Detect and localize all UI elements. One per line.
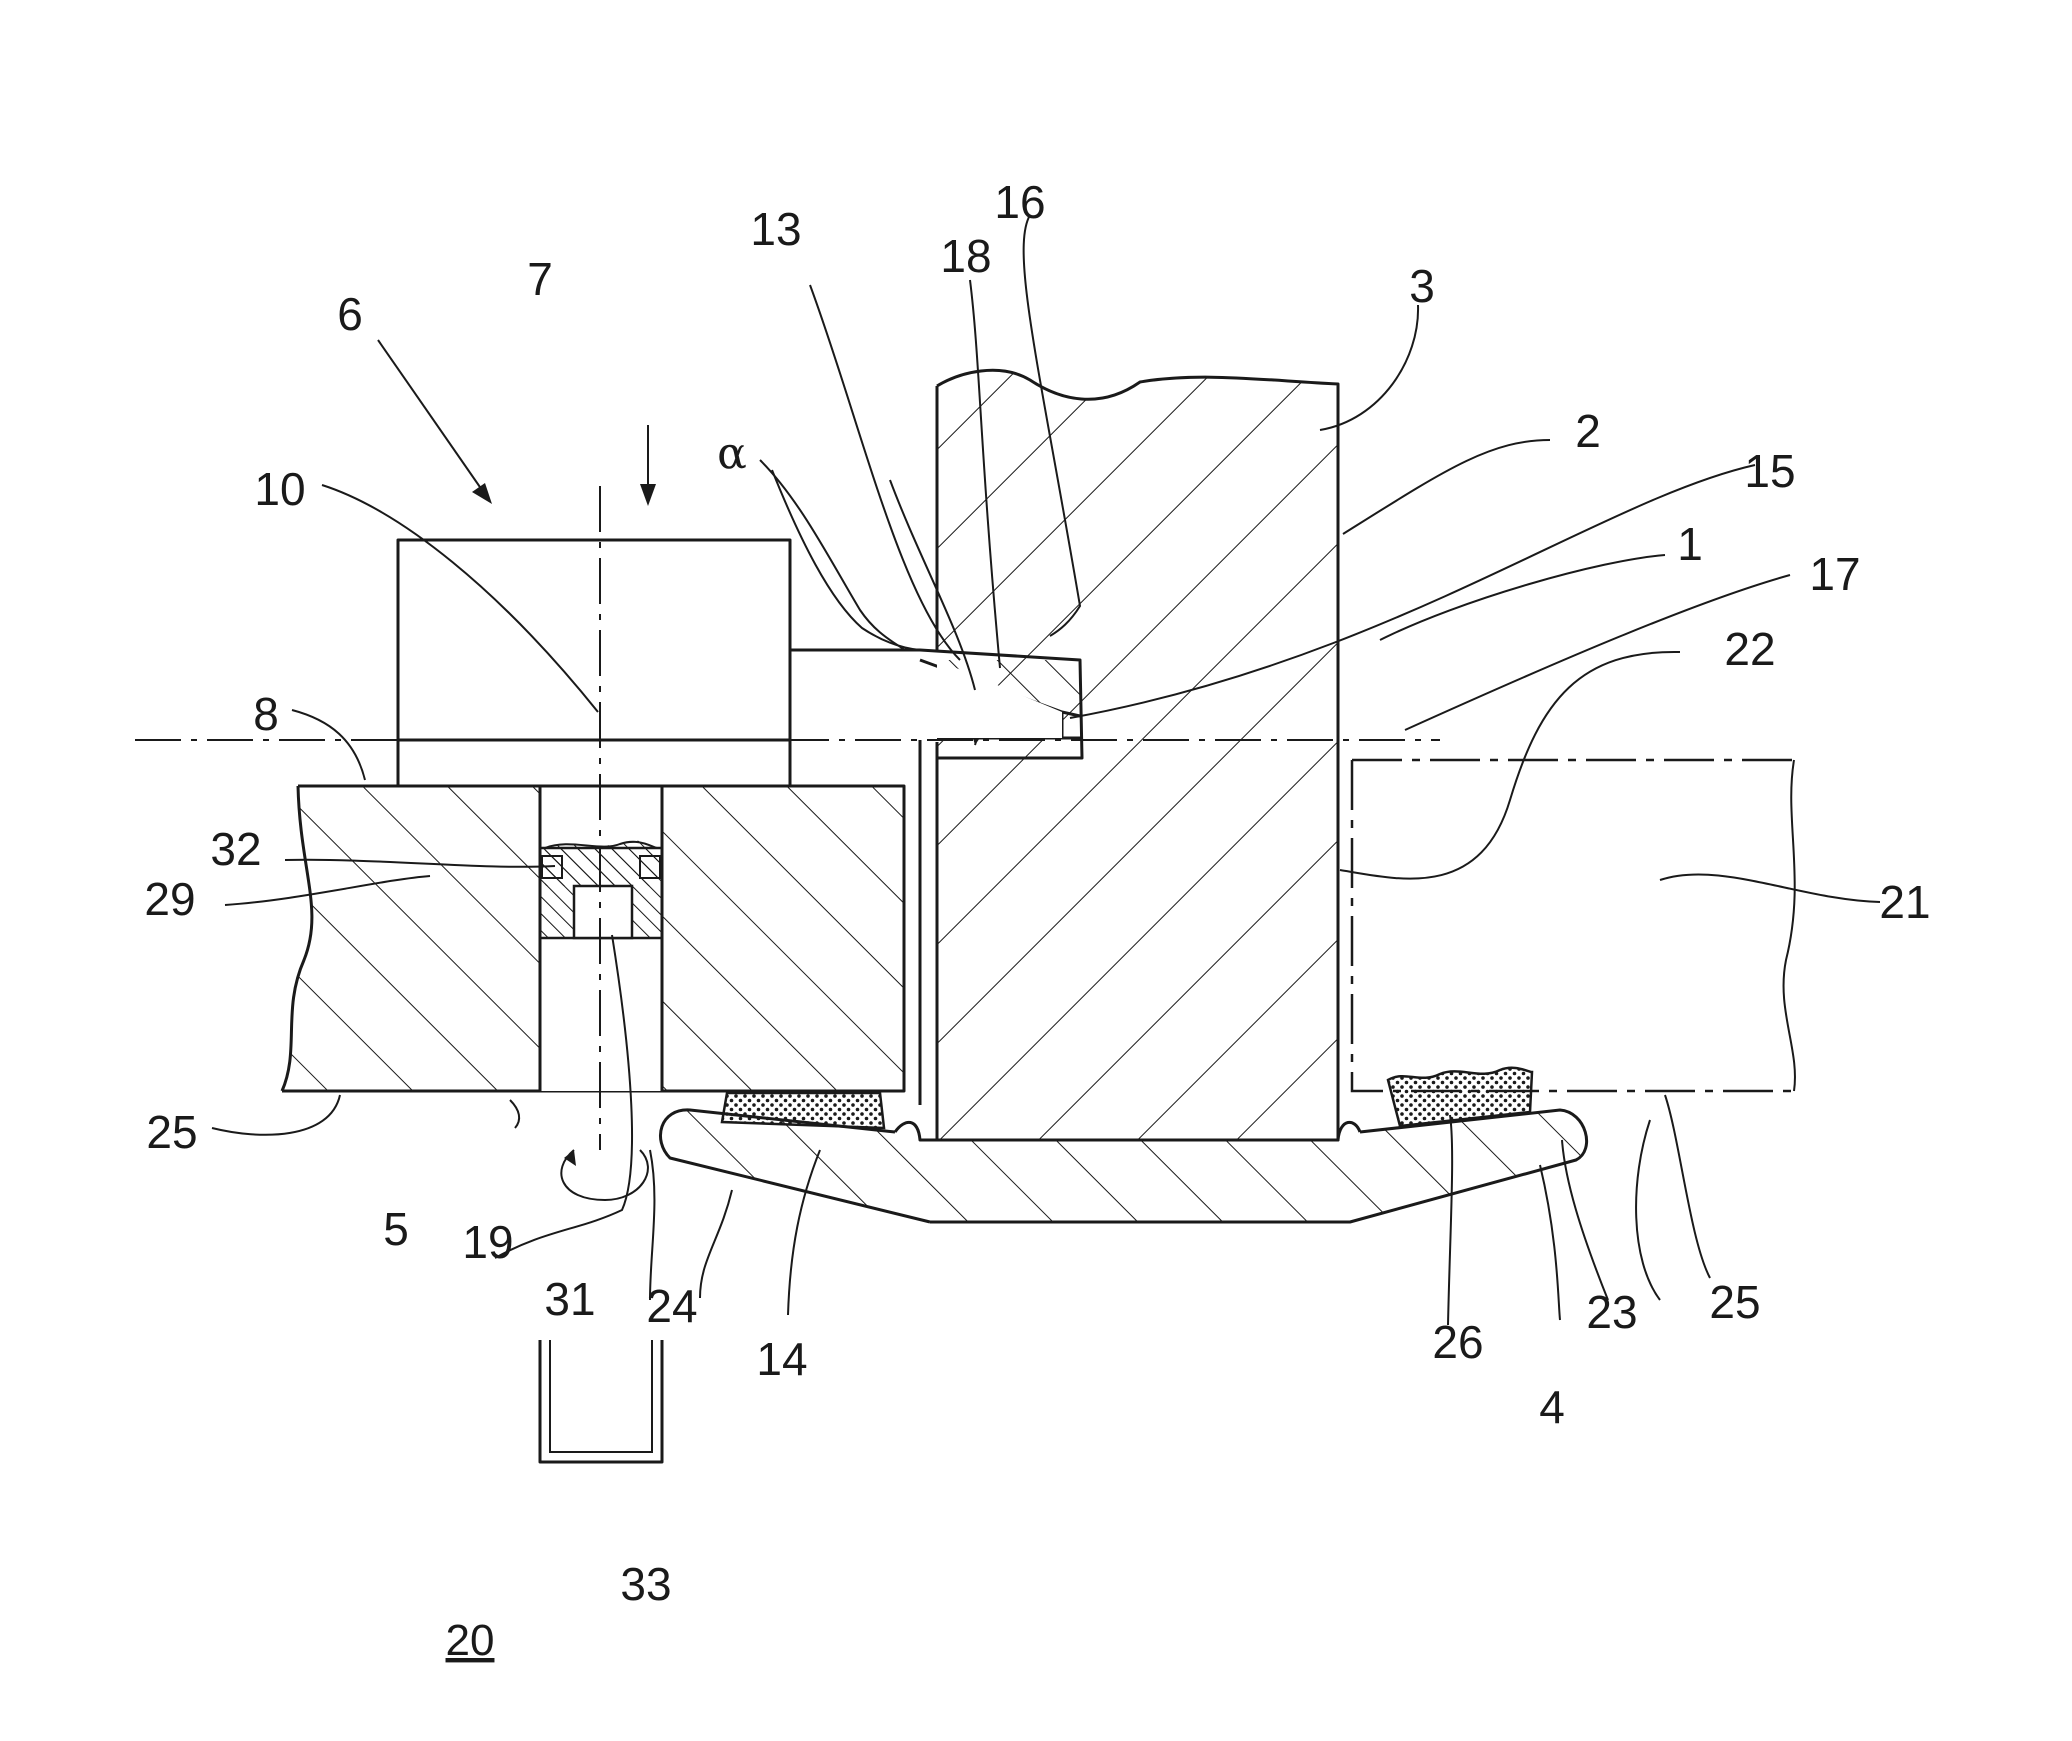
rotation-arrow-icon — [561, 1150, 648, 1200]
label-25-left: 25 — [146, 1106, 197, 1158]
label-18: 18 — [940, 230, 991, 282]
label-31: 31 — [544, 1273, 595, 1325]
label-17: 17 — [1809, 548, 1860, 600]
main-part-2 — [937, 370, 1338, 1140]
direction-arrows — [378, 340, 656, 506]
label-33: 33 — [620, 1558, 671, 1610]
label-29: 29 — [144, 873, 195, 925]
punch-block-7 — [398, 540, 790, 786]
label-26: 26 — [1432, 1316, 1483, 1368]
label-5: 5 — [383, 1203, 409, 1255]
label-16: 16 — [994, 176, 1045, 228]
label-25-right: 25 — [1709, 1276, 1760, 1328]
label-24: 24 — [646, 1280, 697, 1332]
label-23: 23 — [1586, 1286, 1637, 1338]
label-32: 32 — [210, 823, 261, 875]
label-4: 4 — [1539, 1381, 1565, 1433]
label-14: 14 — [756, 1333, 807, 1385]
collector-cup-33 — [540, 1340, 662, 1462]
label-10: 10 — [254, 463, 305, 515]
label-6: 6 — [337, 288, 363, 340]
workpiece-21 — [1352, 760, 1795, 1091]
label-21: 21 — [1879, 876, 1930, 928]
label-alpha: α — [717, 428, 747, 479]
label-7: 7 — [527, 253, 553, 305]
label-13: 13 — [750, 203, 801, 255]
label-2: 2 — [1575, 405, 1601, 457]
figure-number: 20 — [446, 1616, 495, 1665]
label-22: 22 — [1724, 623, 1775, 675]
label-1: 1 — [1677, 518, 1703, 570]
label-15: 15 — [1744, 445, 1795, 497]
label-19: 19 — [462, 1216, 513, 1268]
label-3: 3 — [1409, 260, 1435, 312]
adhesive-pad-14 — [722, 1093, 884, 1128]
label-8: 8 — [253, 688, 279, 740]
